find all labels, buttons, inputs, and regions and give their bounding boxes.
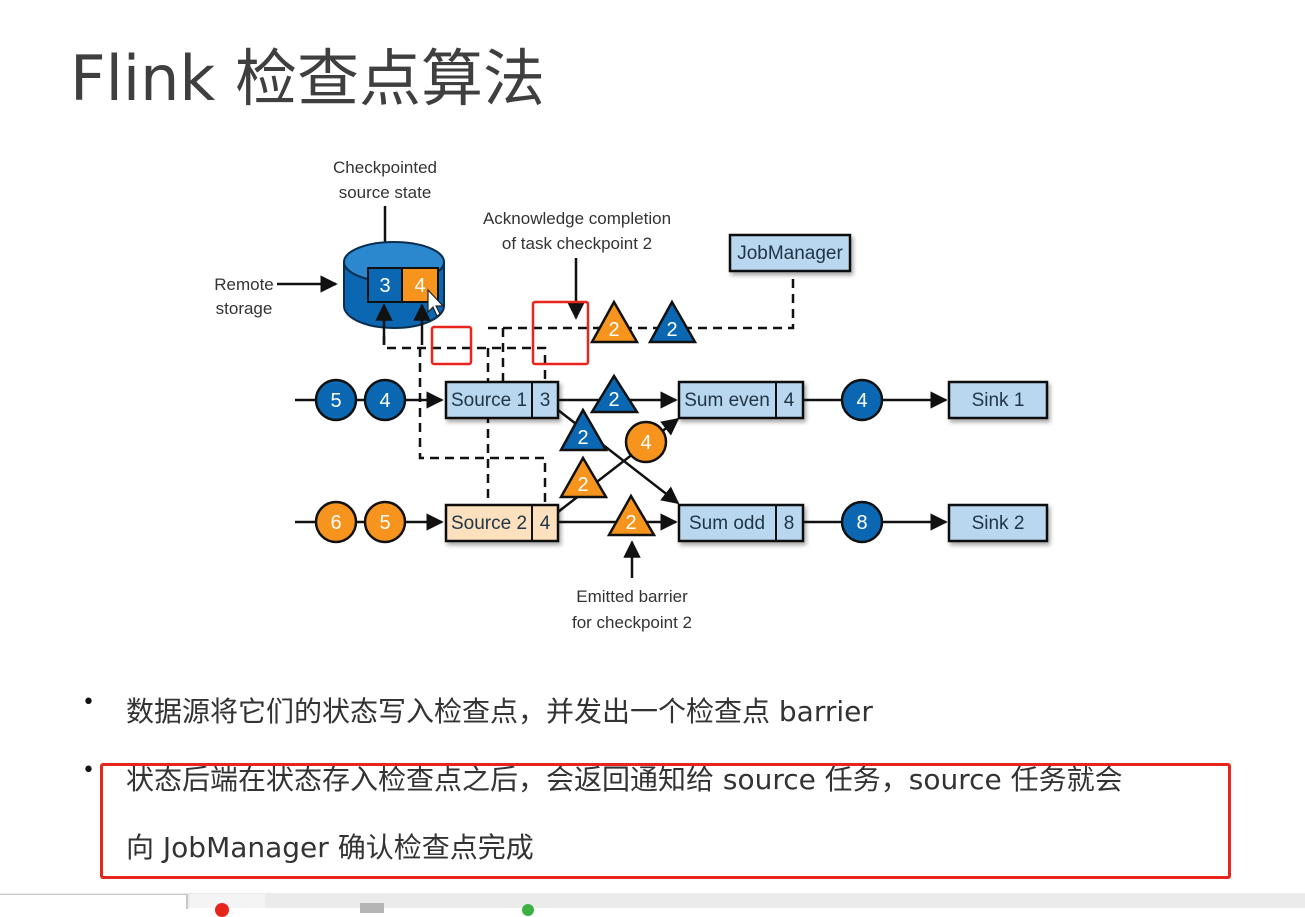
emitted-barrier-label-1: Emitted barrier (576, 587, 688, 606)
source2-record-5-label: 5 (379, 512, 390, 534)
source1-state: 3 (540, 390, 551, 411)
source1-record-4 (363, 378, 407, 422)
checkpoint-dashed-paths (382, 276, 795, 506)
stored-state-source2: 4 (414, 275, 425, 297)
toolbar-gray-icon[interactable] (360, 903, 384, 913)
annotation-box-ack (531, 300, 590, 366)
stored-state-source1: 3 (379, 275, 390, 297)
bullet-text-line1: 状态后端在状态存入检查点之后，会返回通知给 source 任务，source 任… (126, 763, 1123, 796)
bullet-text: 数据源将它们的状态写入检查点，并发出一个检查点 barrier (126, 695, 873, 728)
bottom-mid-panel (190, 894, 265, 908)
sum-even-label: Sum even (684, 390, 770, 411)
bullet-dot: • (82, 690, 95, 715)
emitted-barrier-label-2: for checkpoint 2 (572, 613, 692, 632)
sum-even-node (677, 380, 805, 420)
highlight-box (100, 763, 1231, 879)
source2-record-6 (314, 500, 358, 544)
record-s2-even-label: 4 (640, 432, 651, 454)
source2-node (444, 503, 560, 543)
source1-node (444, 380, 560, 420)
barrier-s1-odd-label: 2 (577, 427, 588, 449)
barrier-s2-odd (606, 493, 657, 537)
record-s2-even (624, 420, 668, 464)
source1-record-4-label: 4 (379, 390, 390, 412)
barrier-s2-even (558, 455, 609, 499)
record-indicator-icon[interactable] (215, 903, 229, 917)
ack-barrier-orange (589, 299, 640, 344)
source2-label: Source 2 (451, 513, 527, 534)
odd-output-record (840, 500, 884, 544)
sink2-label: Sink 2 (972, 513, 1025, 534)
sink1-node (947, 380, 1049, 420)
checkpoint-diagram: Checkpointed source state Remote storage… (214, 158, 1049, 632)
slide-title: Flink 检查点算法 (70, 42, 546, 115)
remote-storage-cylinder: 3 4 (343, 241, 445, 329)
jobmanager-node (728, 233, 852, 273)
ack-label-1: Acknowledge completion (483, 209, 671, 228)
barrier-s1-even (589, 373, 640, 414)
barrier-s1-odd (558, 407, 609, 452)
jobmanager-label: JobManager (737, 243, 843, 264)
barrier-s2-odd-label: 2 (625, 512, 636, 534)
remote-storage-label-1: Remote (214, 275, 274, 294)
source2-record-6-label: 6 (330, 512, 341, 534)
source2-state: 4 (540, 513, 551, 534)
remote-storage-label-2: storage (216, 299, 273, 318)
source1-record-5-label: 5 (330, 390, 341, 412)
even-output-record-label: 4 (856, 390, 867, 412)
annotation-box-small (430, 325, 473, 366)
source2-record-5 (363, 500, 407, 544)
source1-label: Source 1 (451, 390, 527, 411)
sum-odd-state: 8 (784, 513, 795, 534)
source1-record-5 (314, 378, 358, 422)
sink1-label: Sink 1 (972, 390, 1025, 411)
mouse-cursor-icon (427, 288, 445, 317)
ack-label-2: of task checkpoint 2 (502, 234, 652, 253)
checkpointed-state-label-2: source state (339, 183, 432, 202)
sum-odd-label: Sum odd (689, 513, 765, 534)
ack-barrier-blue (647, 299, 698, 344)
ack-barrier-blue-label: 2 (666, 319, 677, 341)
sum-even-state: 4 (784, 390, 795, 411)
sink2-node (947, 503, 1049, 543)
bottom-left-panel (0, 894, 188, 909)
bottom-toolbar (0, 893, 1305, 908)
barrier-s1-even-label: 2 (608, 389, 619, 411)
checkpointed-state-label-1: Checkpointed (333, 158, 437, 177)
odd-output-record-label: 8 (856, 512, 867, 534)
even-output-record (840, 378, 884, 422)
bullet-text-line2: 向 JobManager 确认检查点完成 (126, 831, 534, 864)
ack-barrier-orange-label: 2 (608, 319, 619, 341)
status-green-icon[interactable] (522, 904, 534, 916)
bullet-dot: • (82, 758, 95, 783)
barrier-s2-even-label: 2 (577, 474, 588, 496)
